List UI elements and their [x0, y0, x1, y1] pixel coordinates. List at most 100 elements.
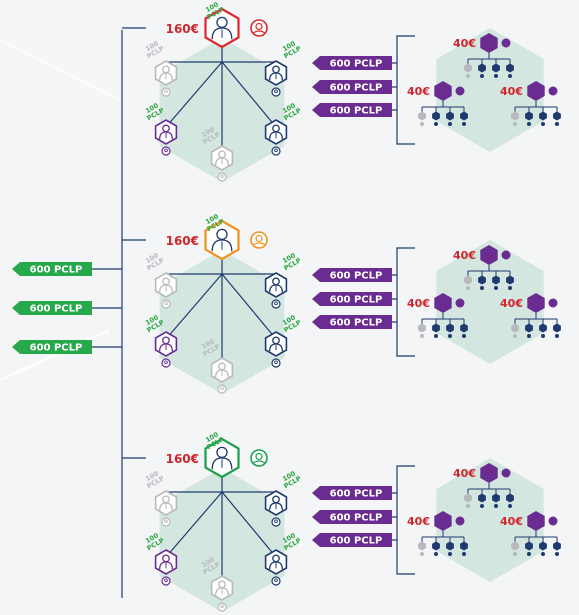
tiny-circle: [434, 334, 438, 338]
mini-circle: [548, 86, 558, 96]
left-tag-shape: [12, 262, 92, 276]
tiny-hexagon: [492, 275, 500, 285]
tiny-circle: [434, 552, 438, 556]
cluster-price: 40€: [407, 297, 430, 310]
node-circle-head: [164, 578, 168, 583]
tiny-circle: [494, 504, 498, 508]
tiny-circle: [462, 552, 466, 556]
tiny-circle: [462, 122, 466, 126]
mini-hexagon: [434, 511, 452, 531]
tiny-circle: [555, 122, 559, 126]
tiny-circle: [508, 504, 512, 508]
tree-line: [165, 273, 223, 340]
tiny-circle: [420, 552, 424, 556]
cluster-price: 40€: [407, 85, 430, 98]
right-tag-label: 600 PCLP: [330, 318, 383, 329]
mini-circle: [455, 516, 465, 526]
tiny-circle: [448, 122, 452, 126]
tree-line: [221, 273, 277, 340]
right-bracket: [396, 35, 415, 145]
node-circle: [271, 358, 281, 368]
tiny-hexagon: [464, 63, 472, 73]
tiny-hexagon: [506, 275, 514, 285]
node-circle-head: [274, 519, 278, 524]
mini-circle: [455, 86, 465, 96]
tiny-hexagon: [539, 541, 547, 551]
right-tag-shape: [312, 56, 392, 70]
tiny-hexagon: [511, 111, 519, 121]
node-circle-head: [274, 148, 278, 153]
tiny-hexagon: [525, 541, 533, 551]
tiny-hexagon: [492, 493, 500, 503]
tiny-circle: [508, 74, 512, 78]
mini-circle: [548, 516, 558, 526]
right-tag-shape: [312, 486, 392, 500]
node-circle: [161, 299, 171, 309]
left-tag-label: 600 PCLP: [30, 304, 83, 315]
node-circle-head: [220, 174, 224, 179]
cluster-bg-hexagon: [436, 458, 544, 582]
tiny-hexagon: [492, 63, 500, 73]
left-tag-shape: [12, 340, 92, 354]
mini-hexagon: [434, 293, 452, 313]
tiny-circle: [434, 122, 438, 126]
tiny-hexagon: [460, 541, 468, 551]
tiny-hexagon: [464, 275, 472, 285]
right-tag-label: 600 PCLP: [330, 59, 383, 70]
node-circle: [271, 517, 281, 527]
node-circle-head: [164, 89, 168, 94]
cluster-price: 40€: [453, 37, 476, 50]
right-tag-shape: [312, 315, 392, 329]
node-circle: [271, 146, 281, 156]
tiny-hexagon: [511, 541, 519, 551]
left-tag-label: 600 PCLP: [30, 343, 83, 354]
tiny-hexagon: [478, 63, 486, 73]
node-circle: [271, 87, 281, 97]
node-circle: [161, 517, 171, 527]
person-body: [269, 502, 283, 511]
node-circle: [271, 576, 281, 586]
node-circle: [161, 358, 171, 368]
cluster-price: 40€: [500, 85, 523, 98]
tiny-circle: [527, 552, 531, 556]
bg-stroke: [0, 38, 121, 102]
top-price: 160€: [166, 234, 199, 248]
person-body: [269, 72, 283, 81]
person-body: [211, 27, 233, 40]
person-body: [159, 502, 173, 511]
tiny-circle: [541, 334, 545, 338]
mini-hexagon: [480, 245, 498, 265]
person-body: [159, 561, 173, 570]
tiny-circle: [462, 334, 466, 338]
person-body: [159, 343, 173, 352]
top-price: 160€: [166, 22, 199, 36]
mini-cluster: 40€: [500, 293, 561, 338]
mini-circle: [455, 298, 465, 308]
right-tag-shape: [312, 510, 392, 524]
mini-cluster: 40€: [407, 293, 468, 338]
node-circle-head: [164, 519, 168, 524]
mini-cluster: 40€: [453, 33, 514, 78]
top-node-avatar-head: [255, 234, 263, 243]
right-tag-shape: [312, 292, 392, 306]
tiny-hexagon: [539, 111, 547, 121]
right-tag-shape: [312, 533, 392, 547]
right-tag-shape: [312, 268, 392, 282]
tiny-circle: [480, 74, 484, 78]
person-body: [159, 72, 173, 81]
right-tag-shape: [312, 80, 392, 94]
mini-hexagon: [527, 511, 545, 531]
node-circle-head: [164, 360, 168, 365]
mini-circle: [501, 468, 511, 478]
cluster-bg-hexagon: [436, 28, 544, 152]
tree-line: [221, 61, 277, 128]
tiny-circle: [480, 504, 484, 508]
right-tag-label: 600 PCLP: [330, 106, 383, 117]
mini-hexagon: [480, 33, 498, 53]
cluster-price: 40€: [500, 515, 523, 528]
person-body: [215, 587, 229, 596]
mini-circle: [501, 250, 511, 260]
tiny-hexagon: [478, 275, 486, 285]
